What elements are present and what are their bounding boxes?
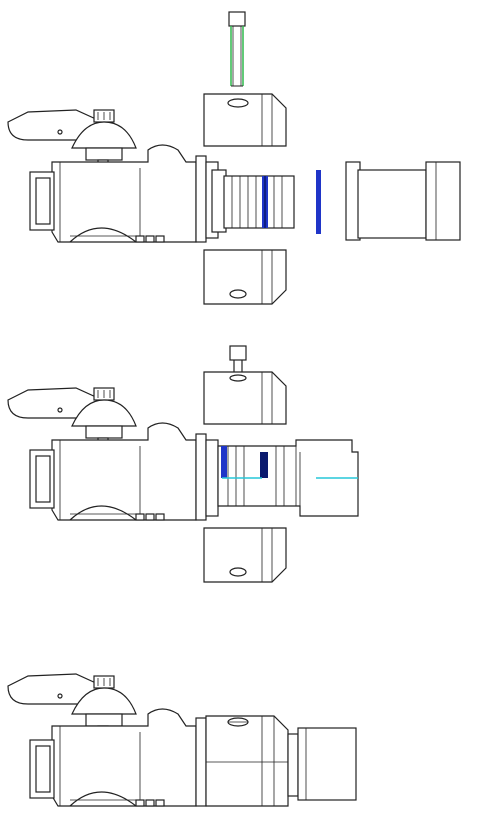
camera-body (29, 144, 197, 243)
camera-handle (7, 387, 99, 419)
stage-2-partially-assembled (7, 345, 359, 583)
seal-ring (316, 170, 321, 234)
stage-3-assembled (7, 673, 357, 807)
stage-1-exploded (7, 11, 461, 305)
camera-handle (7, 673, 99, 705)
lower-clamp-block (203, 249, 287, 305)
body-front-flange (195, 155, 227, 243)
lens-hood (345, 161, 461, 241)
lens-hood-sliding (217, 439, 359, 517)
assembled-clamp-housing (195, 715, 289, 807)
threaded-tube (223, 175, 295, 229)
screw (228, 11, 246, 87)
lower-clamp-block (203, 527, 287, 583)
camera-body (29, 422, 197, 521)
body-front-flange (195, 433, 219, 521)
front-lens (287, 727, 357, 801)
camera-handle (7, 109, 99, 141)
upper-clamp-block (203, 371, 287, 425)
upper-clamp-block (203, 93, 287, 147)
